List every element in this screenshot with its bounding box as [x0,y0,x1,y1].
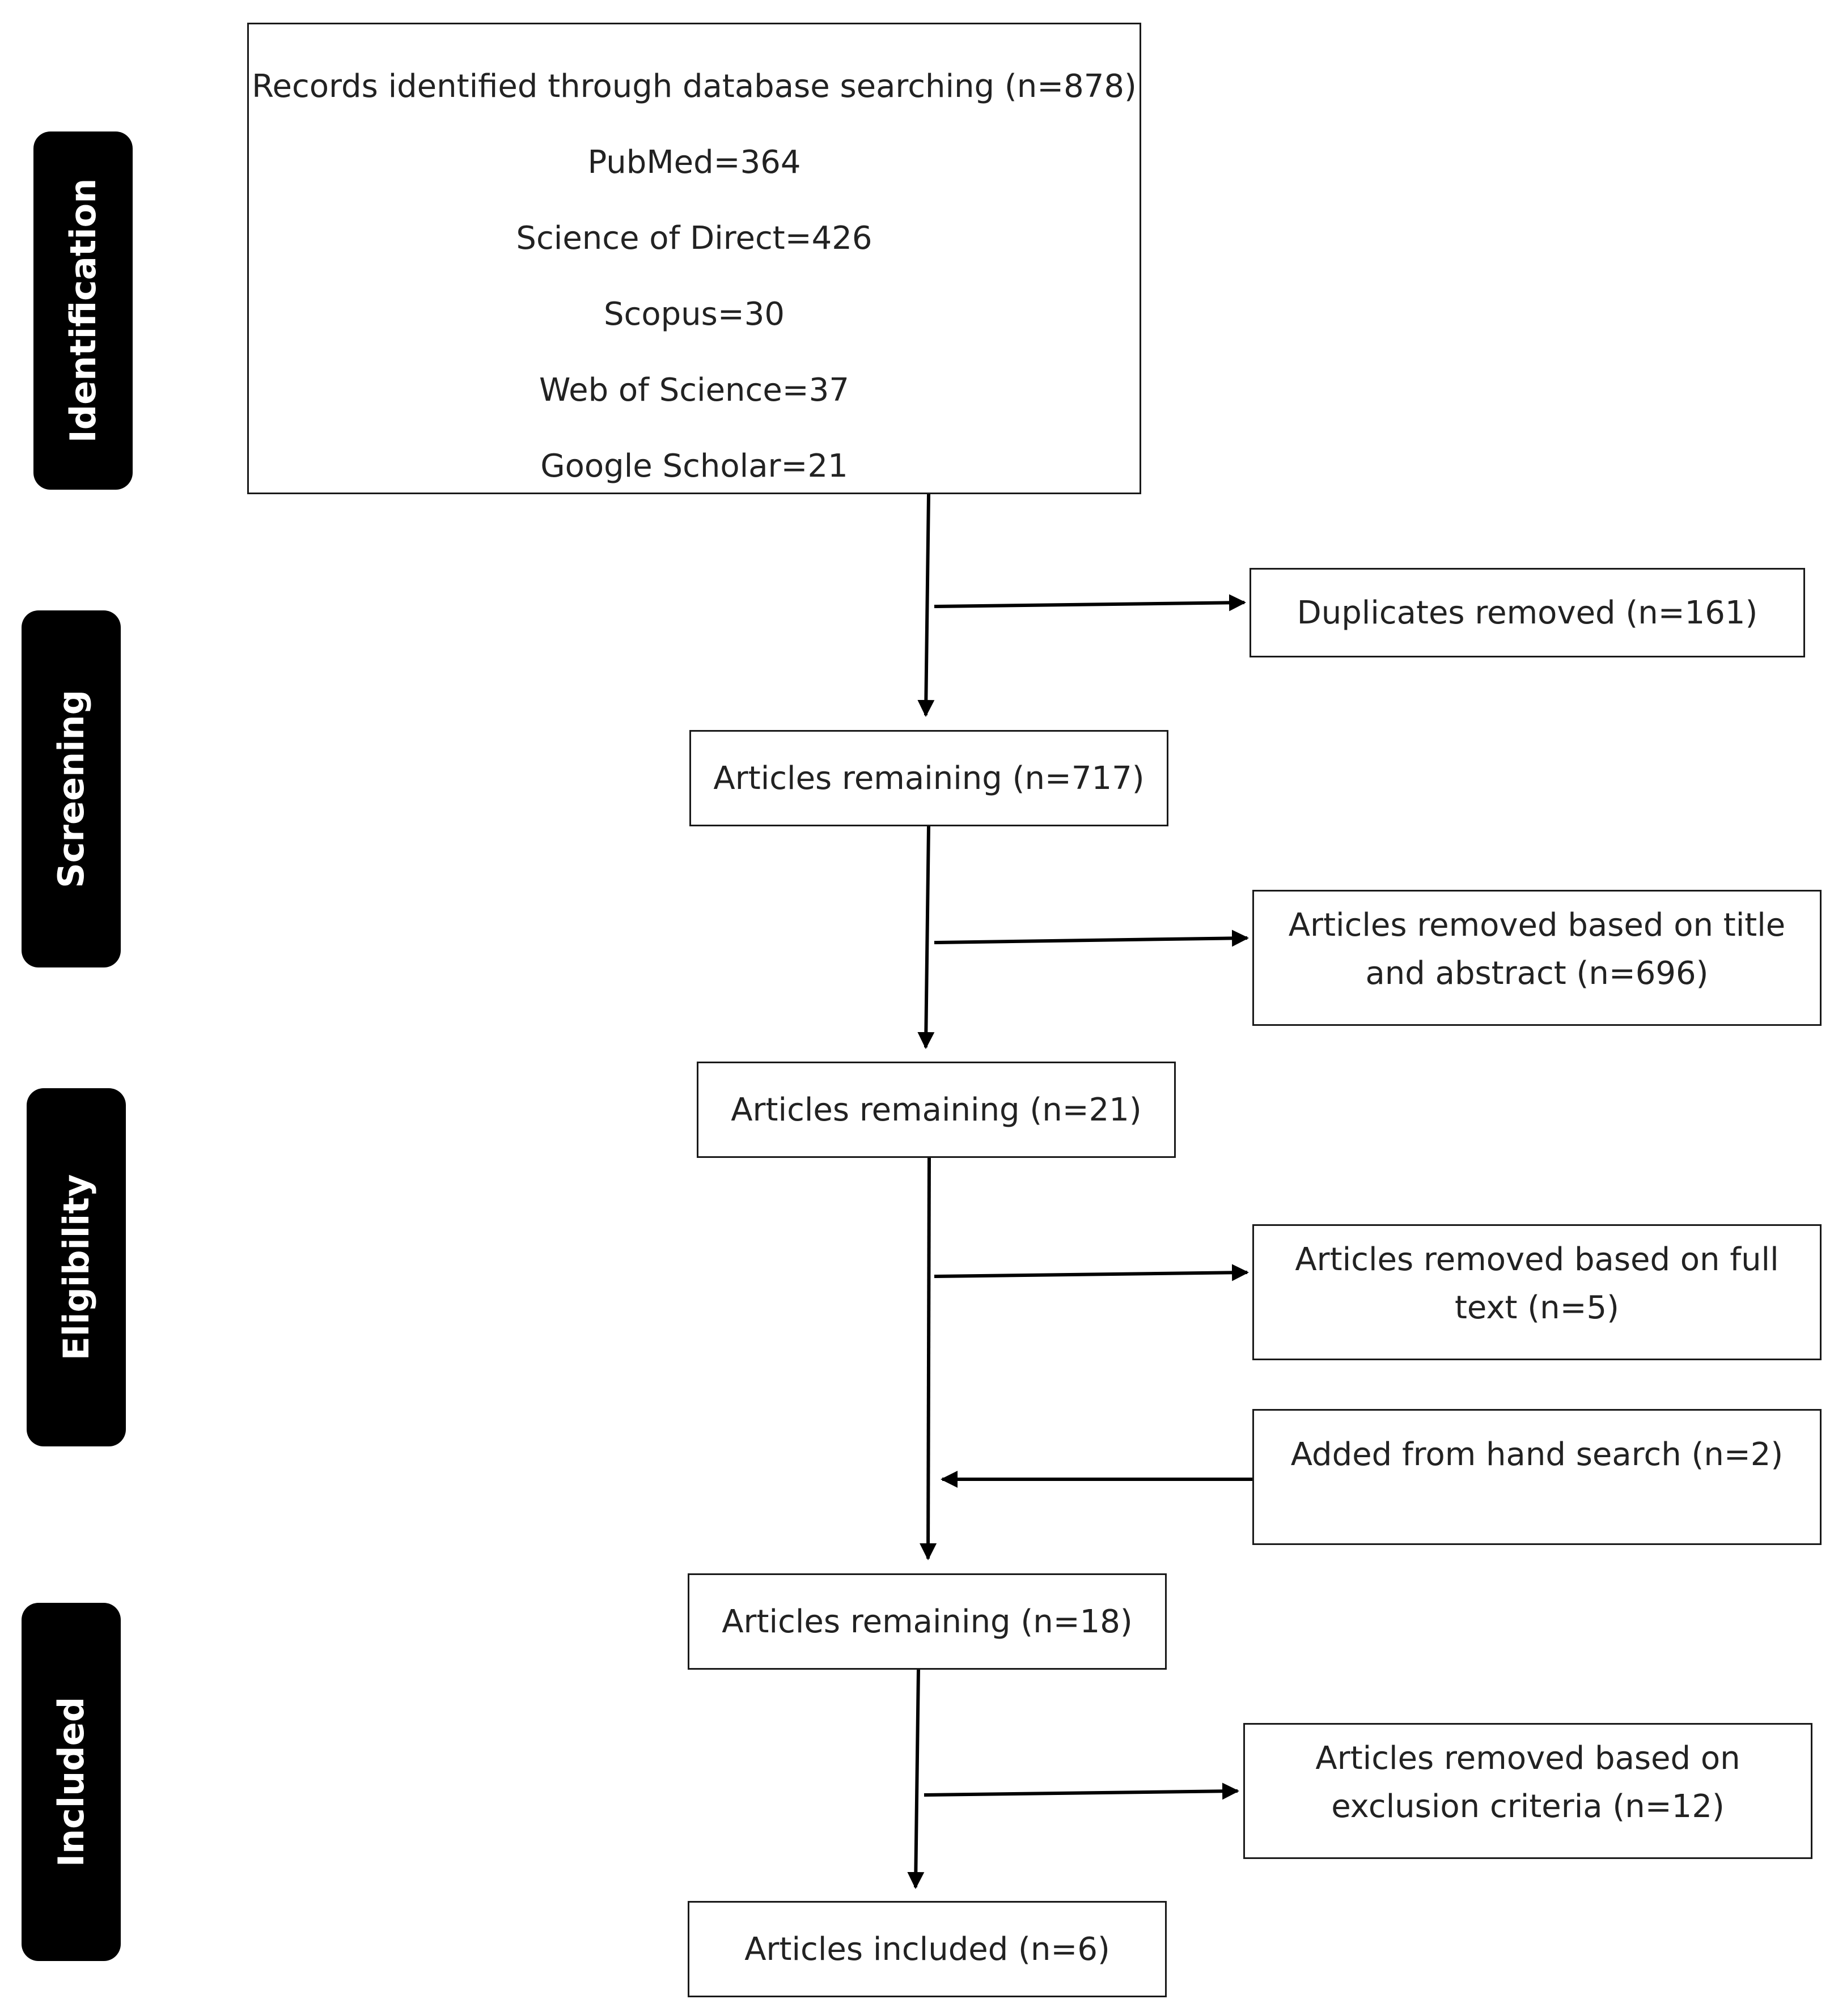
duplicates-removed-box: Duplicates removed (n=161) [1250,568,1805,657]
removed-full-text-text-1: Articles removed based on full [1295,1241,1779,1278]
removed-exclusion-text-2: exclusion criteria (n=12) [1331,1788,1725,1825]
removed-full-text-text-2: text (n=5) [1454,1289,1620,1326]
source-scopus: Scopus=30 [604,296,785,333]
records-identified-title: Records identified through database sear… [252,68,1137,105]
articles-remaining-717-box: Articles remaining (n=717) [689,730,1168,826]
articles-included-box: Articles included (n=6) [688,1901,1167,1997]
arrow-21-to-18 [920,1157,937,1560]
arrow-717-to-21 [917,826,935,1049]
source-pubmed: PubMed=364 [587,144,801,181]
stage-screening-label: Screening [50,690,92,888]
articles-remaining-18-text: Articles remaining (n=18) [722,1603,1133,1640]
added-hand-search-box: Added from hand search (n=2) [1252,1409,1822,1545]
source-google-scholar: Google Scholar=21 [540,448,848,485]
removed-title-abstract-text-1: Articles removed based on title [1288,907,1786,944]
duplicates-removed-text: Duplicates removed (n=161) [1297,594,1758,631]
arrow-18-to-included [907,1669,925,1889]
arrow-records-to-717 [917,494,935,717]
removed-exclusion-text-1: Articles removed based on [1315,1740,1740,1777]
articles-remaining-21-text: Articles remaining (n=21) [731,1091,1142,1128]
removed-title-abstract-box: Articles removed based on title and abst… [1252,890,1822,1026]
stage-included-label: Included [50,1696,92,1868]
articles-remaining-18-box: Articles remaining (n=18) [688,1573,1167,1670]
added-hand-search-text: Added from hand search (n=2) [1290,1436,1784,1473]
removed-full-text-box: Articles removed based on full text (n=5… [1252,1224,1822,1360]
arrow-to-duplicates-removed [934,594,1246,612]
articles-included-text: Articles included (n=6) [744,1930,1110,1968]
stage-screening: Screening [22,610,121,967]
stage-identification-label: Identification [62,178,104,443]
stage-eligibility: Eligibility [27,1088,126,1446]
arrow-to-removed-full-text [934,1264,1249,1281]
removed-title-abstract-text-2: and abstract (n=696) [1365,955,1709,992]
stage-eligibility-label: Eligibility [55,1174,97,1361]
source-web-of-science: Web of Science=37 [539,372,849,409]
records-identified-box: Records identified through database sear… [247,23,1141,494]
removed-exclusion-box: Articles removed based on exclusion crit… [1243,1723,1812,1859]
articles-remaining-717-text: Articles remaining (n=717) [713,759,1145,797]
arrow-to-removed-exclusion [924,1782,1239,1800]
stage-included: Included [22,1603,121,1961]
stage-identification: Identification [33,131,133,490]
arrow-to-removed-title-abstract [934,930,1249,947]
articles-remaining-21-box: Articles remaining (n=21) [697,1062,1176,1158]
source-science-direct: Science of Direct=426 [516,220,872,257]
